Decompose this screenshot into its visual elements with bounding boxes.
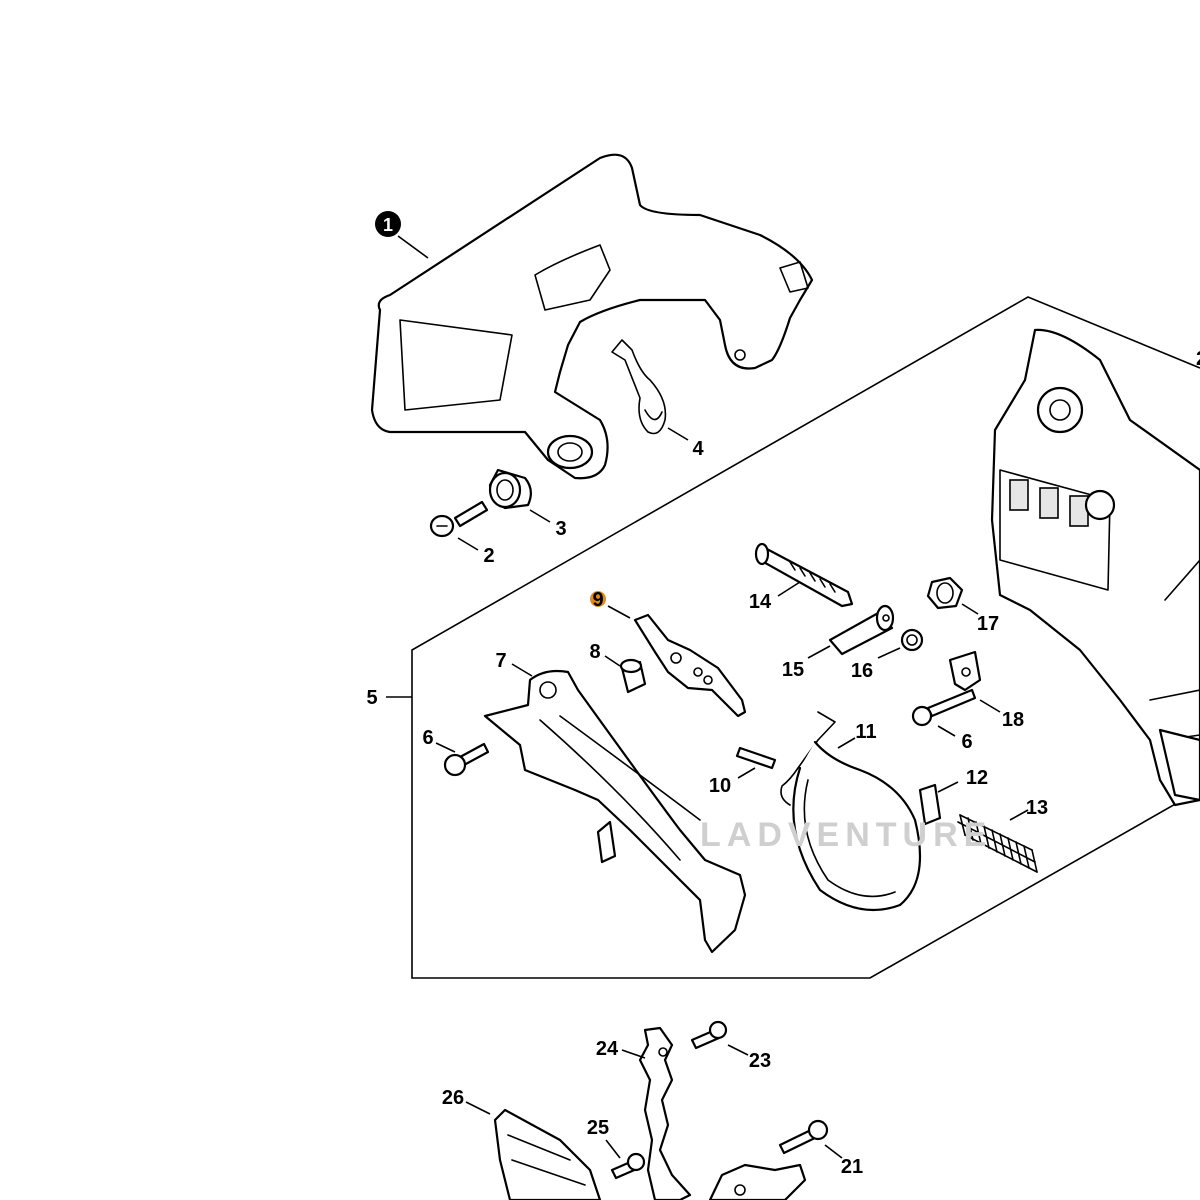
callout-badge-9 [590, 591, 606, 607]
bushing-part[interactable] [488, 468, 532, 510]
tapered-pin-part-15[interactable] [828, 604, 895, 656]
leader-7 [511, 663, 533, 677]
spring-clip-part[interactable] [611, 339, 667, 435]
callout-17: 17 [977, 613, 999, 635]
callout-badge-1 [375, 211, 401, 237]
callout-6a: 6 [422, 727, 433, 749]
pin-part-10[interactable] [735, 746, 777, 770]
brake-lever-part-9[interactable] [633, 613, 747, 718]
leader-21 [824, 1144, 843, 1159]
leader-18 [979, 699, 1001, 713]
callout-4: 4 [692, 438, 704, 460]
brake-band-part-11[interactable] [780, 711, 922, 912]
gear-part-16[interactable] [900, 628, 924, 652]
leader-2 [457, 537, 479, 551]
leader-13 [1009, 809, 1029, 821]
callout-2: 2 [483, 545, 494, 567]
leader-11 [837, 737, 856, 749]
long-screw-part-14[interactable] [754, 542, 854, 608]
screw-part-6a[interactable] [443, 742, 490, 777]
screw-part-6b[interactable] [911, 688, 977, 727]
callout-6b: 6 [961, 731, 972, 753]
screw-part-21[interactable] [778, 1119, 829, 1155]
callout-1: 1 [383, 215, 393, 235]
callout-11: 11 [855, 721, 876, 743]
callout-18: 18 [1002, 709, 1024, 731]
leader-12 [937, 781, 959, 793]
callout-5: 5 [366, 687, 377, 709]
bracket-part-18[interactable] [948, 650, 982, 692]
callout-edge: 2 [1196, 348, 1200, 370]
cover-part-26[interactable] [493, 1108, 602, 1200]
leader-14 [777, 581, 801, 597]
callout-14: 14 [749, 591, 772, 613]
screw-part-23[interactable] [690, 1020, 728, 1050]
block-part-12[interactable] [918, 783, 942, 826]
callout-8: 8 [589, 641, 600, 663]
assembly-group-outline [411, 296, 1200, 979]
leader-17 [961, 603, 979, 615]
watermark: LADVENTURE [700, 816, 992, 854]
callout-21: 21 [841, 1156, 863, 1178]
callout-26: 26 [442, 1087, 464, 1109]
leader-8 [604, 655, 621, 667]
sleeve-part-8[interactable] [619, 658, 647, 694]
callout-10: 10 [709, 775, 731, 797]
leader-3 [529, 509, 551, 523]
callout-23: 23 [749, 1050, 771, 1072]
leader-4 [667, 427, 689, 441]
leader-25 [605, 1139, 621, 1159]
callout-9: 9 [592, 589, 603, 611]
spring-part-13[interactable] [957, 814, 1038, 873]
leader-26 [465, 1101, 491, 1115]
leader-24 [621, 1049, 646, 1059]
leader-16 [877, 647, 901, 659]
leader-15 [807, 645, 831, 659]
bottom-bracket-part[interactable] [708, 1163, 807, 1200]
plate-part-24[interactable] [638, 1026, 692, 1200]
hand-guard-part[interactable] [370, 153, 814, 480]
leader-1 [397, 235, 429, 259]
callout-7: 7 [495, 650, 506, 672]
nut-part-17[interactable] [926, 576, 964, 610]
callout-15: 15 [782, 659, 804, 681]
brake-cover-part-7[interactable] [483, 669, 747, 954]
leader-23 [727, 1044, 749, 1056]
callout-24: 24 [596, 1038, 619, 1060]
callout-13: 13 [1026, 797, 1048, 819]
callout-3: 3 [555, 518, 566, 540]
chain-brake-housing-part[interactable] [990, 328, 1200, 807]
callout-25: 25 [587, 1117, 609, 1139]
screw-part-2[interactable] [429, 500, 489, 538]
leader-6b [937, 725, 956, 737]
callout-16: 16 [851, 660, 873, 682]
screw-part-25[interactable] [610, 1152, 646, 1180]
leader-9 [607, 605, 631, 619]
leader-6a [435, 742, 456, 753]
callout-12: 12 [966, 767, 988, 789]
leader-10 [737, 767, 756, 779]
